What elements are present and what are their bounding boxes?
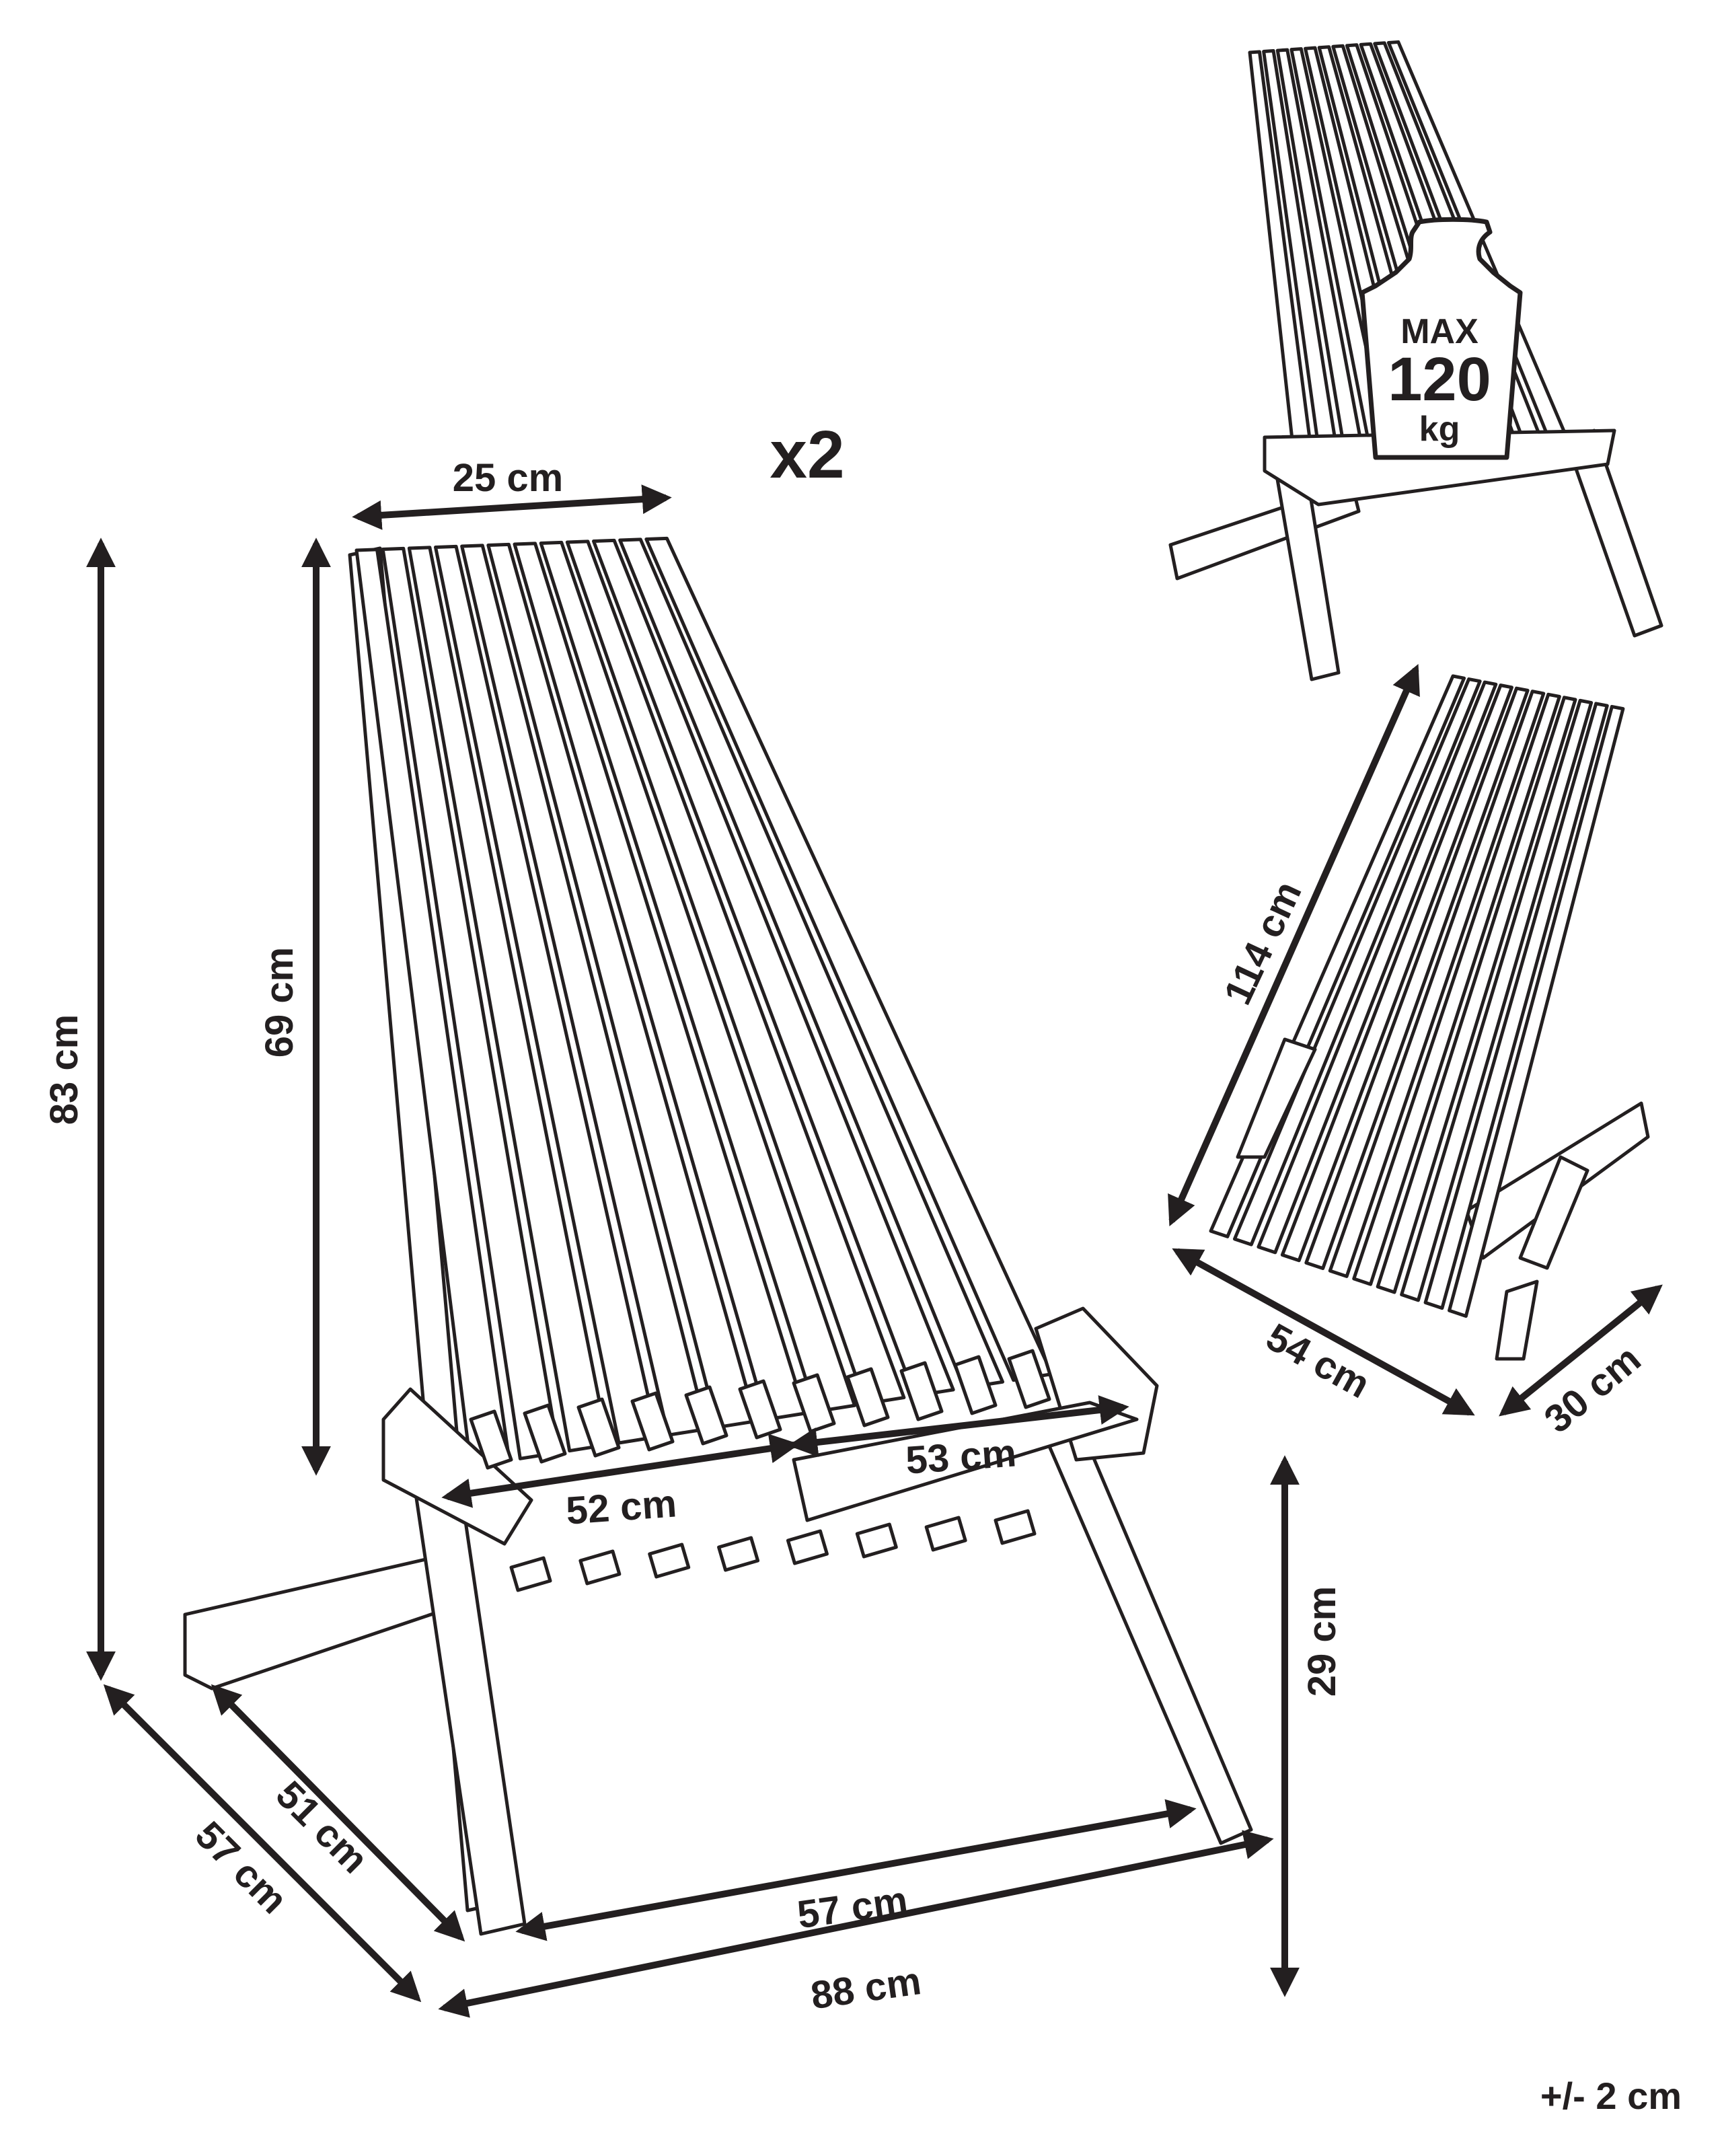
- chair-main-drawing: [183, 536, 1253, 1936]
- under-seat-block: [578, 1549, 622, 1586]
- total-length-label: 88 cm: [808, 1959, 924, 2017]
- seat-height-label: 29 cm: [1300, 1586, 1344, 1697]
- tolerance-label: +/- 2 cm: [1540, 2075, 1682, 2117]
- under-seat-block: [994, 1509, 1037, 1545]
- weight-icon: MAX 120 kg: [1359, 217, 1523, 460]
- backrest-height-label: 69 cm: [258, 947, 301, 1057]
- back-slat: [592, 538, 955, 1398]
- total-height-label: 83 cm: [42, 1014, 86, 1125]
- max-load-line3: kg: [1419, 410, 1460, 449]
- under-seat-block: [855, 1522, 898, 1559]
- chair-folded-drawing: [1209, 674, 1650, 1361]
- folded-depth-label: 30 cm: [1536, 1337, 1649, 1442]
- under-seat-block: [924, 1516, 967, 1552]
- dimension-arrows: [85, 484, 1663, 2018]
- back-slat: [618, 537, 1005, 1390]
- under-seat-block: [509, 1556, 552, 1592]
- seat-slat-end: [738, 1379, 782, 1440]
- under-seat-block: [786, 1529, 829, 1565]
- max-load-line1: MAX: [1400, 312, 1478, 351]
- base-inner-length-label: 57 cm: [794, 1878, 910, 1937]
- leg-base-outer-label: 57 cm: [187, 1813, 296, 1922]
- seat-depth-label: 53 cm: [904, 1431, 1018, 1482]
- max-load-line2: 120: [1388, 345, 1491, 414]
- seat-width-label: 52 cm: [564, 1481, 678, 1532]
- backrest-width-label: 25 cm: [453, 456, 563, 500]
- under-seat-block: [648, 1542, 691, 1579]
- quantity-label: x2: [770, 417, 844, 492]
- under-seat-block: [717, 1536, 760, 1572]
